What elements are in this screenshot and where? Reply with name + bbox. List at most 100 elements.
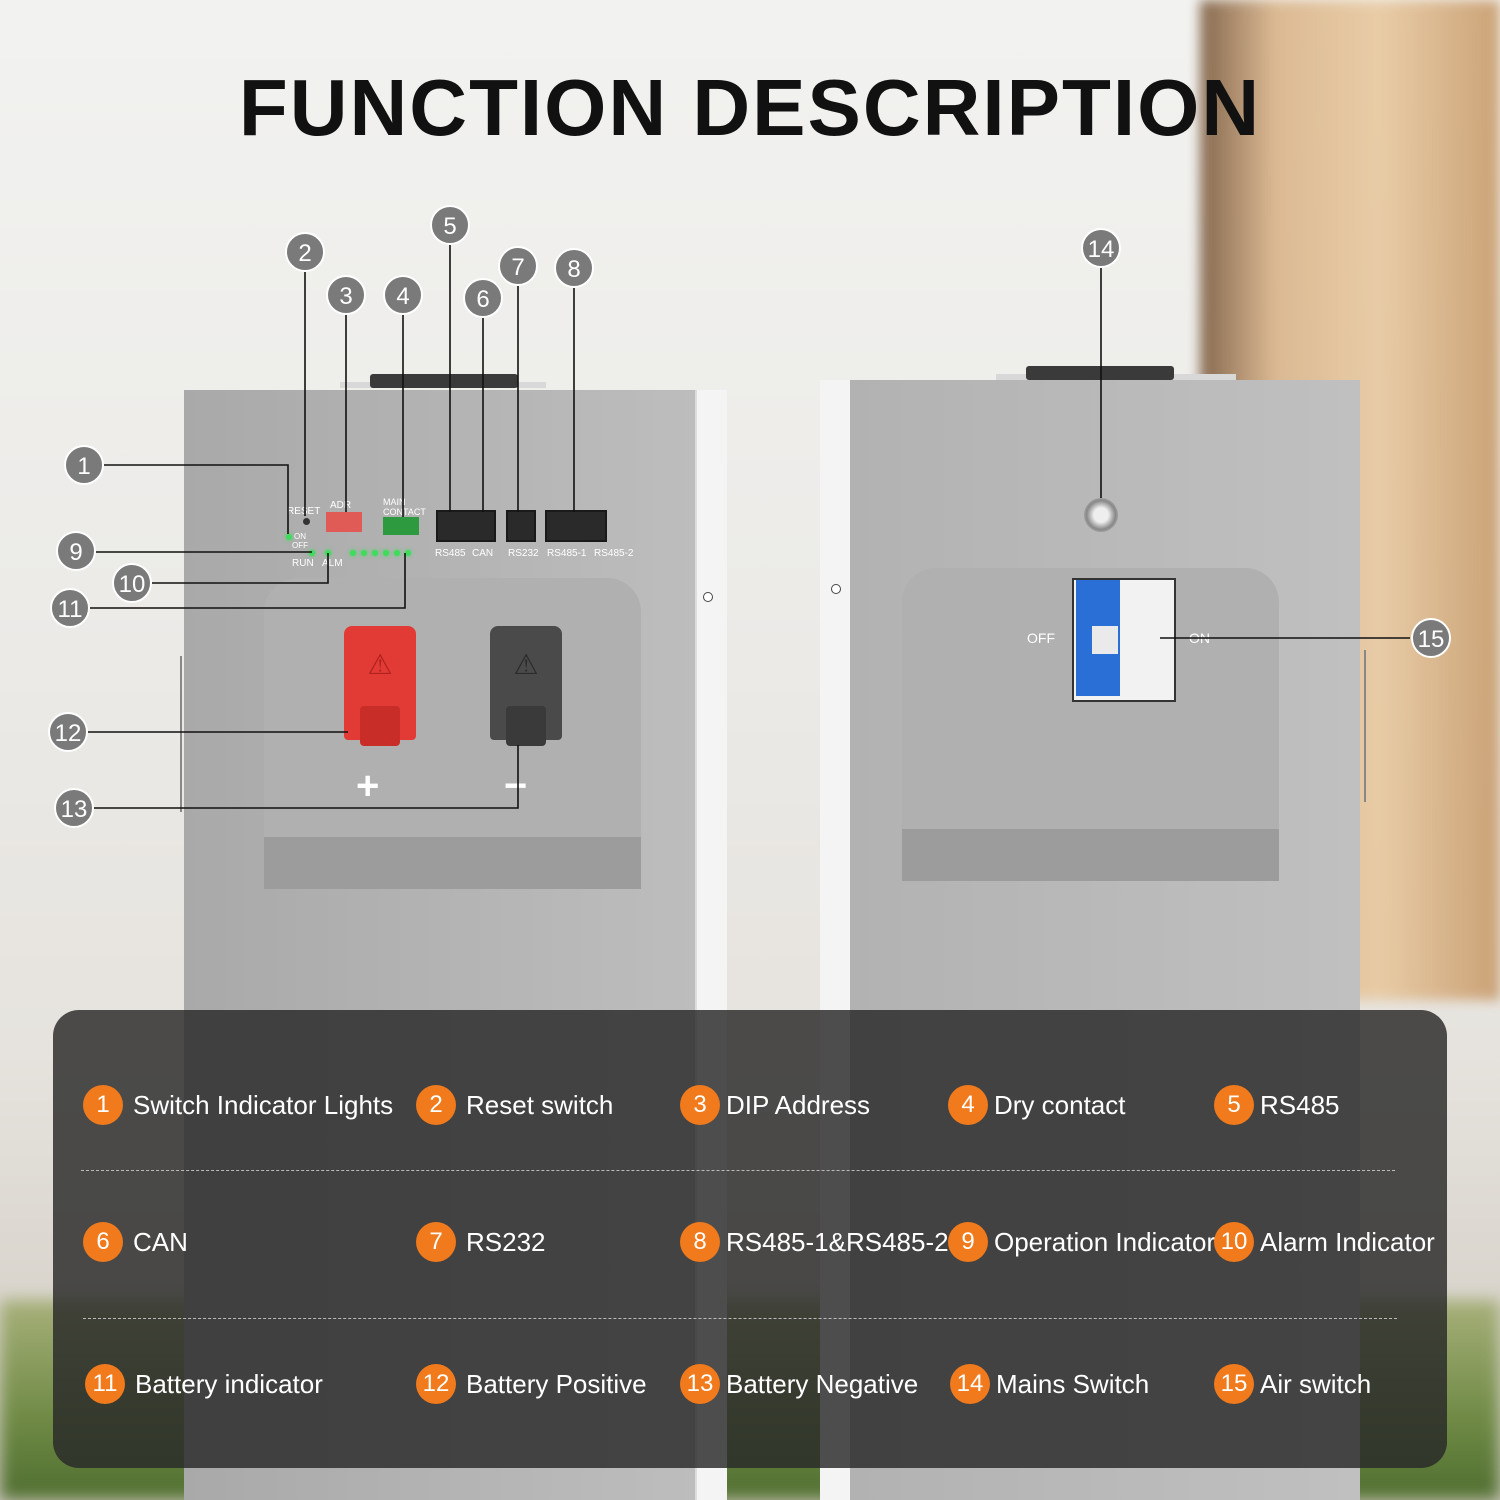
legend-item-9: 9 Operation Indicator <box>948 1222 1215 1262</box>
rs232-port-label: RS232 <box>508 548 539 559</box>
rs485-2-port-label: RS485-2 <box>594 548 634 559</box>
legend-number: 9 <box>948 1222 988 1262</box>
legend-number: 2 <box>416 1085 456 1125</box>
leader-line-10 <box>152 553 329 584</box>
legend-item-11: 11 Battery indicator <box>85 1364 323 1404</box>
battery-led-6 <box>405 550 411 556</box>
callout-3: 3 <box>326 275 366 315</box>
callout-1: 1 <box>64 445 104 485</box>
legend-item-10: 10 Alarm Indicator <box>1214 1222 1435 1262</box>
off-label: OFF <box>292 541 308 550</box>
legend-number: 12 <box>416 1364 456 1404</box>
positive-sign: + <box>356 764 380 808</box>
callout-11: 11 <box>50 588 90 628</box>
right-handle <box>1026 366 1174 380</box>
legend-label: CAN <box>133 1226 188 1257</box>
can-port-label: CAN <box>472 548 494 559</box>
legend-item-3: 3 DIP Address <box>680 1085 870 1125</box>
legend-label: Battery Positive <box>466 1368 647 1399</box>
contact-label: CONTACT <box>383 507 426 517</box>
rs485-1-port-label: RS485-1 <box>547 548 587 559</box>
legend-item-13: 13 Battery Negative <box>680 1364 918 1404</box>
run-label: RUN <box>292 558 314 569</box>
legend-label: Switch Indicator Lights <box>133 1089 394 1120</box>
reset-switch[interactable] <box>303 518 310 525</box>
legend-label: RS232 <box>466 1226 546 1257</box>
callout-14: 14 <box>1081 228 1121 268</box>
callout-10: 10 <box>112 563 152 603</box>
rs485-can-port[interactable] <box>436 510 496 542</box>
main-label: MAIN <box>383 497 406 507</box>
legend-label: Air switch <box>1260 1368 1372 1399</box>
legend-item-7: 7 RS232 <box>416 1222 546 1262</box>
battery-led-4 <box>383 550 389 556</box>
left-terminal-recess <box>264 578 641 889</box>
switch-indicator-light <box>286 534 292 540</box>
legend-label: Mains Switch <box>996 1368 1150 1399</box>
callout-12: 12 <box>48 712 88 752</box>
legend-item-6: 6 CAN <box>83 1222 188 1262</box>
breaker-off-label: OFF <box>1027 630 1055 646</box>
battery-led-3 <box>372 550 378 556</box>
legend-number: 1 <box>83 1085 123 1125</box>
legend-divider-2 <box>83 1318 1397 1319</box>
warning-icon: ⚠ <box>367 649 393 680</box>
legend-label: Battery indicator <box>135 1368 323 1399</box>
legend-item-2: 2 Reset switch <box>416 1085 613 1125</box>
legend-number: 14 <box>950 1364 990 1404</box>
legend-number: 4 <box>948 1085 988 1125</box>
legend-divider-1 <box>81 1170 1395 1171</box>
rs485-1-2-port[interactable] <box>545 510 607 542</box>
callout-2: 2 <box>285 232 325 272</box>
air-switch-breaker[interactable] <box>1072 578 1176 702</box>
run-led <box>309 550 315 556</box>
legend-item-8: 8 RS485-1&RS485-2 <box>680 1222 949 1262</box>
callout-8: 8 <box>554 248 594 288</box>
legend-number: 13 <box>680 1364 720 1404</box>
callout-leader-lines <box>88 245 1410 809</box>
alm-label: ALM <box>322 558 343 569</box>
legend-label: DIP Address <box>726 1089 871 1120</box>
rs485-port-label: RS485 <box>435 548 466 559</box>
dip-address-switch[interactable] <box>326 512 362 532</box>
legend-label: Reset switch <box>466 1089 614 1120</box>
callout-4: 4 <box>383 275 423 315</box>
legend-number: 11 <box>85 1364 125 1404</box>
leader-line-1 <box>104 464 289 534</box>
leader-line-13 <box>94 745 519 809</box>
callout-7: 7 <box>498 246 538 286</box>
legend-label: Battery Negative <box>726 1368 919 1399</box>
legend-number: 15 <box>1214 1364 1254 1404</box>
reset-label: RESET <box>287 506 321 517</box>
battery-led-5 <box>394 550 400 556</box>
warning-icon: ⚠ <box>513 649 539 680</box>
legend-number: 8 <box>680 1222 720 1262</box>
dry-contact-terminal[interactable] <box>383 517 419 535</box>
battery-led-2 <box>361 550 367 556</box>
legend-label: RS485-1&RS485-2 <box>726 1226 949 1257</box>
adr-label: ADR <box>330 500 352 511</box>
legend-label: Dry contact <box>994 1089 1126 1120</box>
battery-negative-terminal[interactable]: ⚠ <box>490 626 562 746</box>
legend-item-1: 1 Switch Indicator Lights <box>83 1085 393 1125</box>
legend-label: Alarm Indicator <box>1260 1226 1435 1257</box>
callout-15: 15 <box>1411 618 1451 658</box>
callout-5: 5 <box>430 205 470 245</box>
left-mount-bracket <box>142 656 182 812</box>
callout-13: 13 <box>54 788 94 828</box>
page-title: FUNCTION DESCRIPTION <box>238 63 1262 152</box>
legend-label: Operation Indicator <box>994 1226 1216 1257</box>
legend-panel: 1 Switch Indicator Lights 2 Reset switch… <box>53 1010 1447 1468</box>
legend-item-15: 15 Air switch <box>1214 1364 1371 1404</box>
battery-positive-terminal[interactable]: ⚠ <box>344 626 416 746</box>
left-handle <box>370 374 518 388</box>
leader-line-11 <box>90 553 406 609</box>
mains-switch-button[interactable] <box>1084 498 1118 532</box>
right-mount-hole <box>831 584 841 594</box>
legend-number: 7 <box>416 1222 456 1262</box>
on-label: ON <box>294 532 306 541</box>
negative-sign: − <box>504 764 528 808</box>
battery-led-1 <box>350 550 356 556</box>
legend-label: RS485 <box>1260 1089 1340 1120</box>
rs232-port[interactable] <box>506 510 536 542</box>
